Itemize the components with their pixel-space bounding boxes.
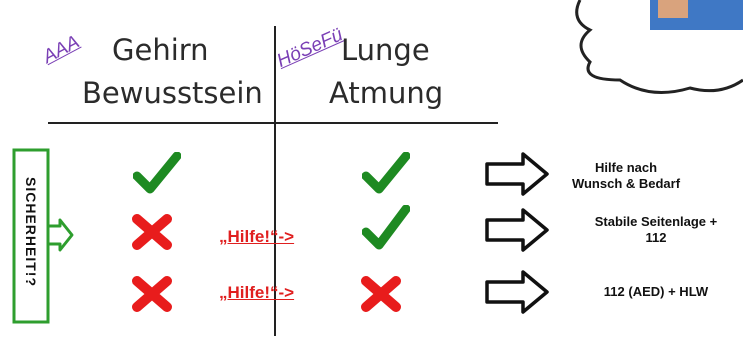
- row2-lung-check-icon: [362, 205, 410, 250]
- row1-lung-check-icon: [362, 152, 410, 194]
- horizontal-divider: [48, 122, 498, 124]
- row3-lung-cross-icon: [361, 276, 401, 312]
- left-mnemonic: AAA: [39, 31, 84, 68]
- left-header-line2: Bewusstsein: [82, 76, 263, 110]
- right-header-line1: Lunge: [341, 33, 430, 67]
- row3-result: 112 (AED) + HLW: [603, 284, 709, 299]
- row1-brain-check-icon: [133, 152, 181, 194]
- row1-result: Hilfe nach Wunsch & Bedarf: [571, 160, 681, 192]
- vertical-divider: [274, 26, 276, 336]
- safety-label: SICHERHEIT!?: [23, 177, 39, 287]
- row2-brain-cross-icon: [132, 214, 172, 250]
- row2-arrow-icon: [485, 208, 549, 252]
- right-mnemonic: HöSeFü: [273, 24, 347, 72]
- left-header-line1: Gehirn: [112, 33, 209, 67]
- thought-cloud: [575, 0, 743, 94]
- row3-arrow-icon: [485, 270, 549, 314]
- row2-result: Stabile Seitenlage + 112: [594, 214, 718, 246]
- row3-brain-cross-icon: [132, 276, 172, 312]
- right-header-line2: Atmung: [329, 76, 444, 110]
- row2-hilfe-label: „Hilfe!“->: [219, 227, 295, 246]
- row1-arrow-icon: [485, 152, 549, 196]
- safety-frame: [12, 148, 74, 324]
- safety-label-wrap: SICHERHEIT!?: [0, 177, 93, 287]
- row3-hilfe-label: „Hilfe!“->: [219, 283, 295, 302]
